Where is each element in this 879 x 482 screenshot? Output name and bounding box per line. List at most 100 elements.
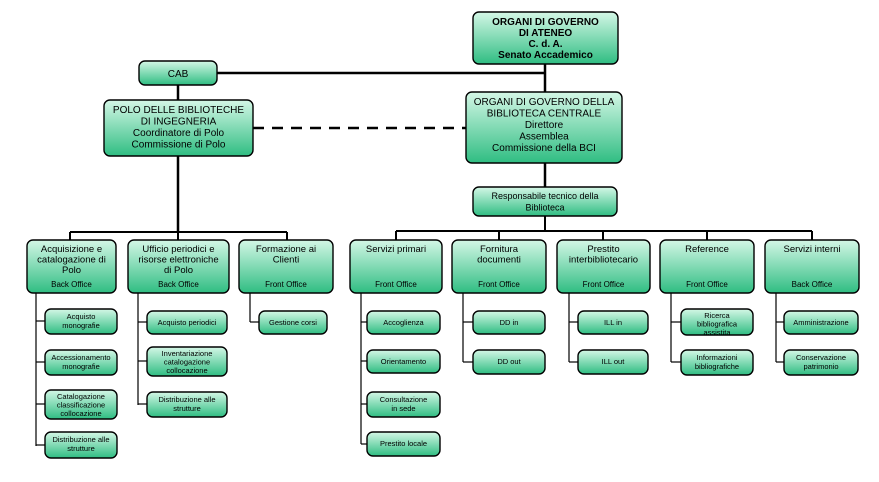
box-dd-in: DD in — [472, 310, 546, 335]
box-label-line: Prestito — [587, 244, 619, 255]
box-label-line: Distribuzione alle — [52, 435, 109, 444]
box-label-line: Senato Accademico — [498, 50, 593, 61]
box-cab: CAB — [138, 60, 218, 86]
box-label-line: Assemblea — [519, 132, 569, 143]
box-shape — [44, 349, 118, 376]
connector-lines — [35, 64, 813, 446]
box-label-line: Amministrazione — [793, 318, 848, 327]
box-label-line: Clienti — [273, 255, 299, 266]
box-ill-in: ILL in — [577, 310, 649, 335]
box-label-line: Catalogazione — [57, 392, 105, 401]
office-label: Front Office — [375, 280, 417, 289]
box-prestito-locale: Prestito locale — [366, 431, 441, 457]
box-label-line: ORGANI DI GOVERNO — [492, 17, 599, 28]
box-shape — [44, 431, 118, 459]
box-shape — [146, 346, 228, 377]
box-shape — [556, 239, 651, 294]
box-label-line: Servizi primari — [366, 244, 426, 255]
box-label-line: ORGANI DI GOVERNO DELLA — [474, 97, 615, 108]
box-shape — [472, 349, 546, 375]
box-shape — [258, 310, 328, 335]
box-label-line: POLO DELLE BIBLIOTECHE — [113, 105, 244, 116]
box-label-line: Acquisto periodici — [158, 318, 217, 327]
box-label-line: Accoglienza — [383, 318, 424, 327]
box-shape — [764, 239, 860, 294]
box-label-line: Acquisto — [67, 312, 96, 321]
box-label-line: Acquisizione e — [41, 244, 102, 255]
box-shape — [366, 349, 441, 374]
box-shape — [127, 239, 230, 294]
box-label-line: Distribuzione alle — [158, 395, 215, 404]
box-shape — [366, 431, 441, 457]
box-shape — [44, 308, 118, 335]
office-label: Back Office — [792, 280, 833, 289]
box-label-line: documenti — [477, 255, 521, 266]
box-label-line: strutture — [67, 444, 95, 453]
box-label-line: Direttore — [525, 120, 564, 131]
box-shape — [26, 239, 117, 294]
box-label-line: DD in — [500, 318, 519, 327]
box-shape — [44, 389, 118, 420]
box-label-line: Commissione di Polo — [132, 140, 226, 151]
box-label-line: Gestione corsi — [269, 318, 317, 327]
box-label-line: monografie — [62, 321, 100, 330]
box-acquisto-periodici: Acquisto periodici — [146, 310, 228, 335]
box-label-line: collocazione — [60, 409, 101, 418]
box-gestione-corsi: Gestione corsi — [258, 310, 328, 335]
office-label: Front Office — [265, 280, 307, 289]
box-label-line: strutture — [173, 404, 201, 413]
office-label: Front Office — [478, 280, 520, 289]
box-label-line: bibliografiche — [695, 362, 739, 371]
box-label-line: Biblioteca — [525, 203, 564, 213]
box-shape — [366, 310, 441, 335]
box-shape — [366, 391, 441, 418]
box-shape — [472, 310, 546, 335]
box-label-line: Fornitura — [480, 244, 519, 255]
box-shape — [783, 349, 859, 376]
box-shape — [146, 391, 228, 418]
box-shape — [465, 91, 623, 164]
box-label-line: catalogazione di — [37, 255, 106, 266]
box-label-line: Responsabile tecnico della — [491, 191, 598, 201]
box-label-line: Ricerca — [704, 311, 730, 320]
box-label-line: Formazione ai — [256, 244, 316, 255]
box-label-line: Consultazione — [380, 395, 428, 404]
box-shape — [577, 349, 649, 375]
box-shape — [783, 310, 859, 335]
box-shape — [146, 310, 228, 335]
box-label-line: C. d. A. — [528, 39, 562, 50]
box-label-line: Conservazione — [796, 353, 846, 362]
box-label-line: di Polo — [164, 265, 193, 276]
box-label-line: DD out — [497, 357, 521, 366]
office-label: Front Office — [686, 280, 728, 289]
box-label-line: ILL out — [602, 357, 626, 366]
box-accoglienza: Accoglienza — [366, 310, 441, 335]
box-orientamento: Orientamento — [366, 349, 441, 374]
box-label-line: Prestito locale — [380, 439, 427, 448]
box-shape — [472, 186, 618, 217]
box-shape — [103, 99, 254, 157]
box-label-line: patrimonio — [803, 362, 838, 371]
box-label-line: DI ATENEO — [519, 28, 573, 39]
office-label: Front Office — [583, 280, 625, 289]
box-shape — [680, 349, 754, 376]
